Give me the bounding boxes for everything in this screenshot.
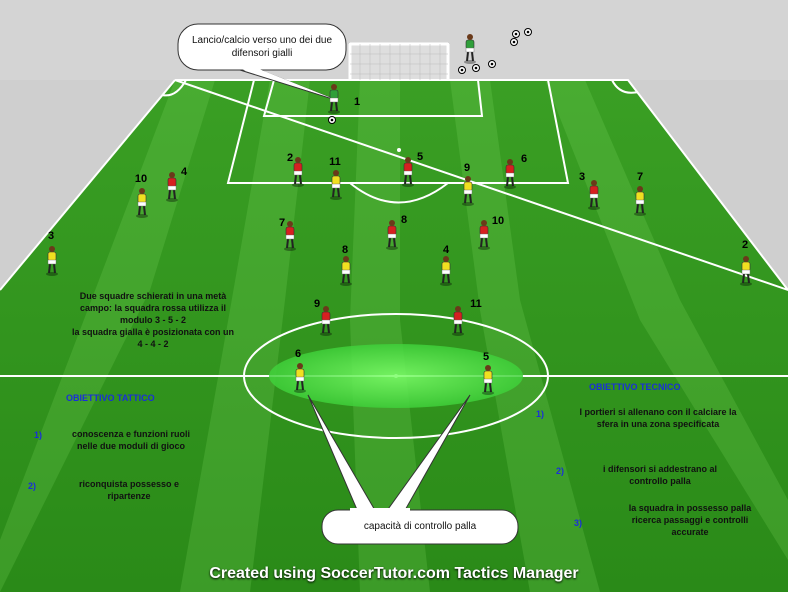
players-layer	[46, 28, 752, 395]
technical-item-2-line-2: controllo palla	[629, 476, 691, 486]
footer-credit: Created using SoccerTutor.com Tactics Ma…	[209, 565, 579, 582]
ball-icon	[488, 60, 496, 68]
red-player-figure	[504, 159, 516, 189]
goal	[348, 42, 450, 81]
pitch	[0, 80, 788, 592]
callout-bottom-text: capacità di controllo palla	[363, 521, 477, 532]
yellow-player-figure	[482, 365, 494, 395]
tactical-item-1-line-2: nelle due moduli di gioco	[76, 441, 185, 451]
description-line-3: modulo 3 - 5 - 2	[119, 315, 186, 325]
yellow-player-number: 4	[442, 244, 450, 256]
red-player-figure	[292, 157, 304, 187]
keeper-number: 1	[353, 96, 361, 108]
yellow-player-figure	[634, 186, 646, 216]
ball-icon	[512, 30, 520, 38]
yellow-player-figure	[740, 256, 752, 286]
red-player-figure	[452, 306, 464, 336]
red-player-number: 8	[400, 214, 408, 226]
technical-item-1-num: 1)	[536, 409, 545, 419]
technical-item-3-num: 3)	[574, 518, 583, 528]
yellow-player-figure	[46, 246, 58, 276]
yellow-player-figure	[294, 363, 306, 393]
description-line-1: Due squadre schierati in una metà	[79, 291, 227, 301]
yellow-player-figure	[330, 170, 342, 200]
description-block: Due squadre schierati in una metà campo:…	[48, 290, 258, 350]
technical-title: OBIETTIVO TECNICO	[589, 382, 681, 392]
red-player-number: 11	[470, 298, 482, 310]
yellow-player-figure	[340, 256, 352, 286]
red-player-number: 9	[313, 298, 321, 310]
yellow-player-number: 11	[329, 156, 341, 168]
yellow-player-number: 3	[47, 230, 55, 242]
red-player-figure	[284, 221, 296, 251]
description-line-4: la squadra gialla è posizionata con un	[71, 327, 235, 337]
technical-item-1: I portieri si allenano con il calciare l…	[552, 406, 764, 430]
technical-item-2-num: 2)	[556, 466, 565, 476]
tactical-item-1-line-1: conoscenza e funzioni ruoli	[71, 429, 190, 439]
technical-item-2-line-1: i difensori si addestrano al	[602, 464, 718, 474]
yellow-player-number: 2	[741, 239, 749, 251]
tactical-item-2-line-2: ripartenze	[107, 491, 151, 501]
technical-item-3-line-2: ricerca passaggi e controlli	[631, 515, 749, 525]
tactical-item-2: riconquista possesso e ripartenze	[56, 478, 202, 502]
callout-top-text: Lancio/calcio verso uno dei due difensor…	[191, 35, 333, 59]
ball-icon	[328, 116, 336, 124]
control-zone	[269, 344, 523, 408]
technical-item-3-line-3: accurate	[671, 527, 709, 537]
ball-icon	[458, 66, 466, 74]
ball-icon	[472, 64, 480, 72]
yellow-player-figure	[440, 256, 452, 286]
goalkeeper-warmup-figure	[464, 34, 476, 64]
goal-net	[350, 44, 448, 80]
goalkeeper-figure	[328, 84, 340, 114]
red-player-number: 10	[491, 215, 505, 227]
red-player-number: 6	[520, 153, 528, 165]
callout-bottom-shape	[307, 394, 519, 545]
ball-icon	[524, 28, 532, 36]
red-player-figure	[166, 172, 178, 202]
technical-item-2: i difensori si addestrano al controllo p…	[580, 463, 740, 487]
red-player-number: 4	[180, 166, 188, 178]
tactical-item-1: conoscenza e funzioni ruoli nelle due mo…	[56, 428, 206, 452]
yellow-player-number: 6	[294, 348, 302, 360]
red-player-figure	[402, 157, 414, 187]
tactical-item-2-num: 2)	[28, 481, 37, 491]
yellow-player-figure	[462, 176, 474, 206]
description-line-5: 4 - 4 - 2	[137, 339, 169, 349]
yellow-player-number: 5	[482, 351, 490, 363]
tactical-title: OBIETTIVO TATTICO	[66, 393, 155, 403]
red-player-number: 3	[578, 171, 586, 183]
technical-item-3-line-1: la squadra in possesso palla	[628, 503, 752, 513]
callout-top-shape	[177, 23, 347, 101]
yellow-player-number: 8	[341, 244, 349, 256]
yellow-player-figure	[136, 188, 148, 218]
red-player-figure	[320, 306, 332, 336]
red-player-figure	[588, 180, 600, 210]
yellow-player-number: 10	[134, 173, 148, 185]
red-player-number: 7	[636, 171, 644, 183]
red-player-figure	[386, 220, 398, 250]
tactical-item-2-line-1: riconquista possesso e	[78, 479, 180, 489]
description-line-2: campo: la squadra rossa utilizza il	[79, 303, 227, 313]
technical-item-1-line-1: I portieri si allenano con il calciare l…	[579, 407, 737, 417]
red-player-number: 2	[286, 152, 294, 164]
tactical-item-1-num: 1)	[34, 430, 43, 440]
yellow-player-number: 9	[463, 162, 471, 174]
red-player-figure	[478, 220, 490, 250]
red-player-number: 5	[416, 151, 424, 163]
ball-icon	[510, 38, 518, 46]
yellow-player-number: 7	[278, 217, 286, 229]
pitch-stripes	[0, 80, 788, 592]
technical-item-1-line-2: sfera in una zona specificata	[596, 419, 720, 429]
technical-item-3: la squadra in possesso palla ricerca pas…	[610, 502, 770, 538]
